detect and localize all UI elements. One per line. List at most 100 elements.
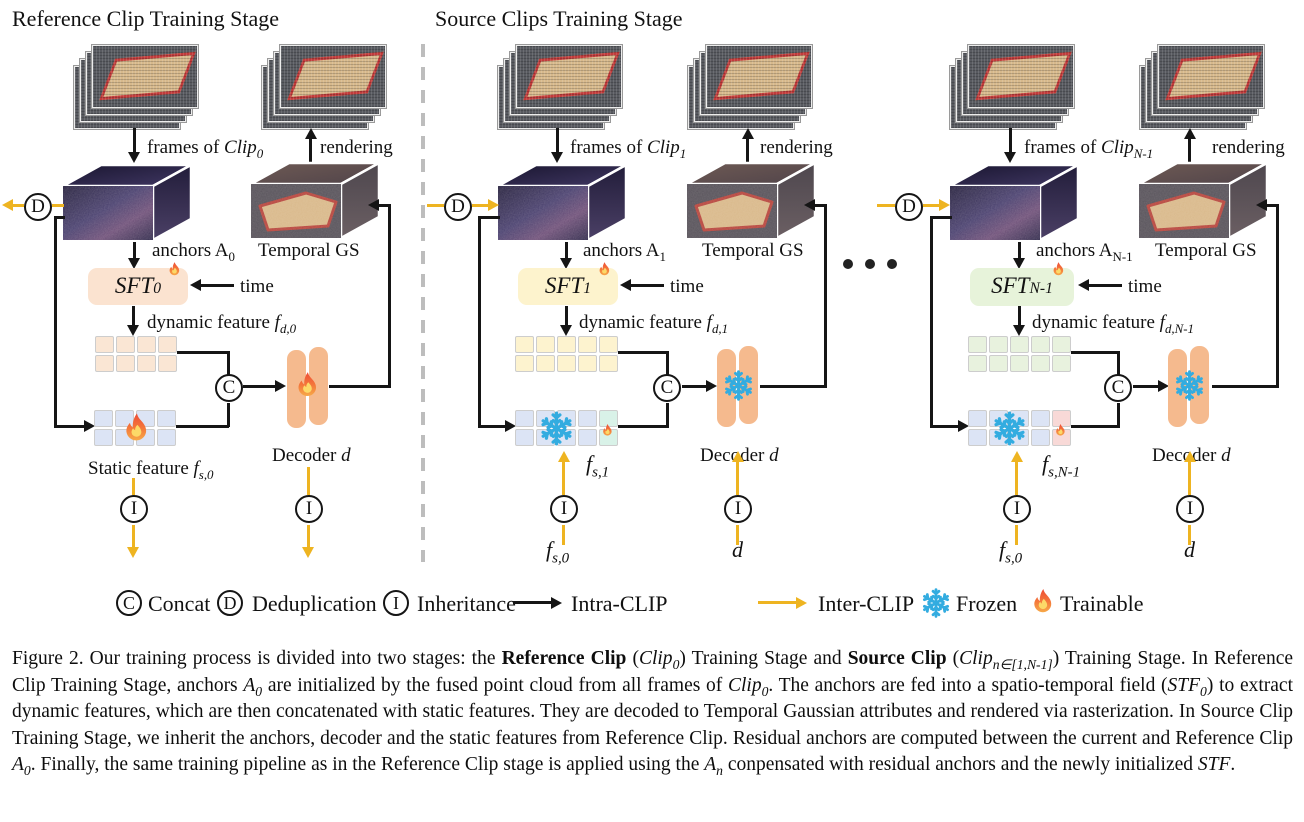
feature-cell — [1010, 336, 1029, 353]
arrowhead — [1158, 380, 1169, 392]
feature-cell — [989, 355, 1008, 372]
temporal-gs-label: Temporal GS — [702, 240, 804, 261]
feature-cell — [1031, 410, 1050, 427]
concat-circle: C — [1104, 374, 1132, 402]
arrowhead — [84, 420, 95, 432]
decoder-bar — [309, 347, 328, 425]
inter-clip-line — [307, 467, 310, 495]
feature-cell — [158, 336, 177, 353]
arrowhead — [127, 547, 139, 558]
frozen-snowflake-icon — [991, 410, 1028, 447]
temporal-gs-label: Temporal GS — [258, 240, 360, 261]
frames-stack — [498, 45, 622, 129]
inter-clip-line — [1188, 462, 1191, 495]
dedup-circle: D — [24, 193, 52, 221]
feature-cell — [515, 410, 534, 427]
dynamic-feature-label: dynamic feature fd,1 — [579, 312, 729, 336]
arrowhead — [127, 325, 139, 336]
arrowhead — [128, 258, 140, 269]
static-feature-label: Static feature fs,0 — [88, 458, 214, 482]
arena-photo — [92, 45, 198, 108]
intra-clip-line — [379, 204, 391, 207]
arrow-rendering — [746, 139, 749, 166]
feature-cell — [557, 336, 576, 353]
inheritance-circle: I — [1176, 495, 1204, 523]
arrowhead — [742, 128, 754, 139]
arrow-frames-to-anchors — [1009, 128, 1012, 152]
arrow-sft-to-dynamic — [1018, 306, 1021, 325]
intra-clip-line — [1267, 204, 1279, 207]
inheritance-circle: I — [724, 495, 752, 523]
legend-dedup-label: Deduplication — [252, 591, 377, 616]
feature-cell — [536, 355, 555, 372]
feature-cell — [557, 355, 576, 372]
dynamic-feature-grid — [95, 336, 177, 372]
intra-clip-line — [930, 216, 933, 428]
intra-clip-line — [478, 425, 505, 428]
frames-stack — [74, 45, 198, 129]
arrow-frames-to-anchors — [556, 128, 559, 152]
arrow-anchors-to-sft — [565, 242, 568, 258]
feature-cell — [1052, 355, 1071, 372]
intra-clip-line — [478, 216, 481, 428]
arrow-time — [201, 284, 234, 287]
inheritance-circle: I — [1003, 495, 1031, 523]
feature-cell — [158, 355, 177, 372]
legend-frozen-label: Frozen — [956, 591, 1018, 616]
intra-clip-line — [388, 204, 391, 387]
feature-cell — [1031, 429, 1050, 446]
arrowhead — [560, 325, 572, 336]
inter-clip-line — [13, 204, 24, 207]
dynamic-feature-label: dynamic feature fd,N-1 — [1032, 312, 1194, 336]
trainable-flame-icon — [119, 411, 154, 446]
feature-cell — [94, 429, 113, 446]
inter-clip-line — [562, 525, 565, 545]
arrowhead — [560, 258, 572, 269]
rendering-label: rendering — [320, 137, 393, 158]
dedup-circle: D — [444, 193, 472, 221]
decoder-bar — [1190, 346, 1209, 424]
arrow-time — [1089, 284, 1122, 287]
arrowhead — [305, 128, 317, 139]
frames-label: frames of ClipN-1 — [1024, 137, 1154, 161]
intra-clip-line — [176, 425, 229, 428]
dynamic-feature-label: dynamic feature fd,0 — [147, 312, 297, 336]
dynamic-feature-grid — [968, 336, 1071, 372]
intra-clip-line — [815, 204, 827, 207]
arrowhead — [732, 451, 744, 462]
inter-clip-line — [132, 478, 135, 495]
feature-cell — [1031, 355, 1050, 372]
feature-cell — [95, 355, 114, 372]
ellipsis-dots — [865, 259, 875, 269]
legend-inherit-label: Inheritance — [417, 591, 516, 616]
intra-clip-line — [760, 385, 827, 388]
arrow-rendering — [1188, 139, 1191, 166]
feature-cell — [515, 429, 534, 446]
legend-inherit-circle: I — [383, 590, 409, 616]
intra-clip-line — [1212, 385, 1279, 388]
arrowhead — [796, 597, 807, 609]
feature-cell — [968, 410, 987, 427]
inter-clip-line — [307, 525, 310, 547]
temporal-gs-cube — [250, 160, 380, 240]
rendered-frames-stack — [262, 45, 386, 129]
inter-clip-line — [132, 525, 135, 547]
stage-title-reference: Reference Clip Training Stage — [12, 6, 280, 31]
feature-cell — [1010, 355, 1029, 372]
intra-clip-line — [177, 351, 230, 354]
legend-trainable-label: Trainable — [1060, 591, 1144, 616]
inherited-static-label: fs,0 — [999, 537, 1023, 567]
arrowhead — [275, 380, 286, 392]
arena-photo — [516, 45, 622, 108]
arena-photo — [968, 45, 1074, 108]
stage-divider — [421, 44, 425, 562]
legend-inter-label: Inter-CLIP — [818, 591, 915, 616]
rendered-frames-stack — [688, 45, 812, 129]
legend-intra-label: Intra-CLIP — [571, 591, 668, 616]
intra-clip-line — [329, 385, 391, 388]
stage-title-source: Source Clips Training Stage — [435, 6, 683, 31]
inter-clip-line — [1015, 462, 1018, 495]
feature-cell — [599, 336, 618, 353]
trainable-flame-icon — [600, 423, 615, 438]
